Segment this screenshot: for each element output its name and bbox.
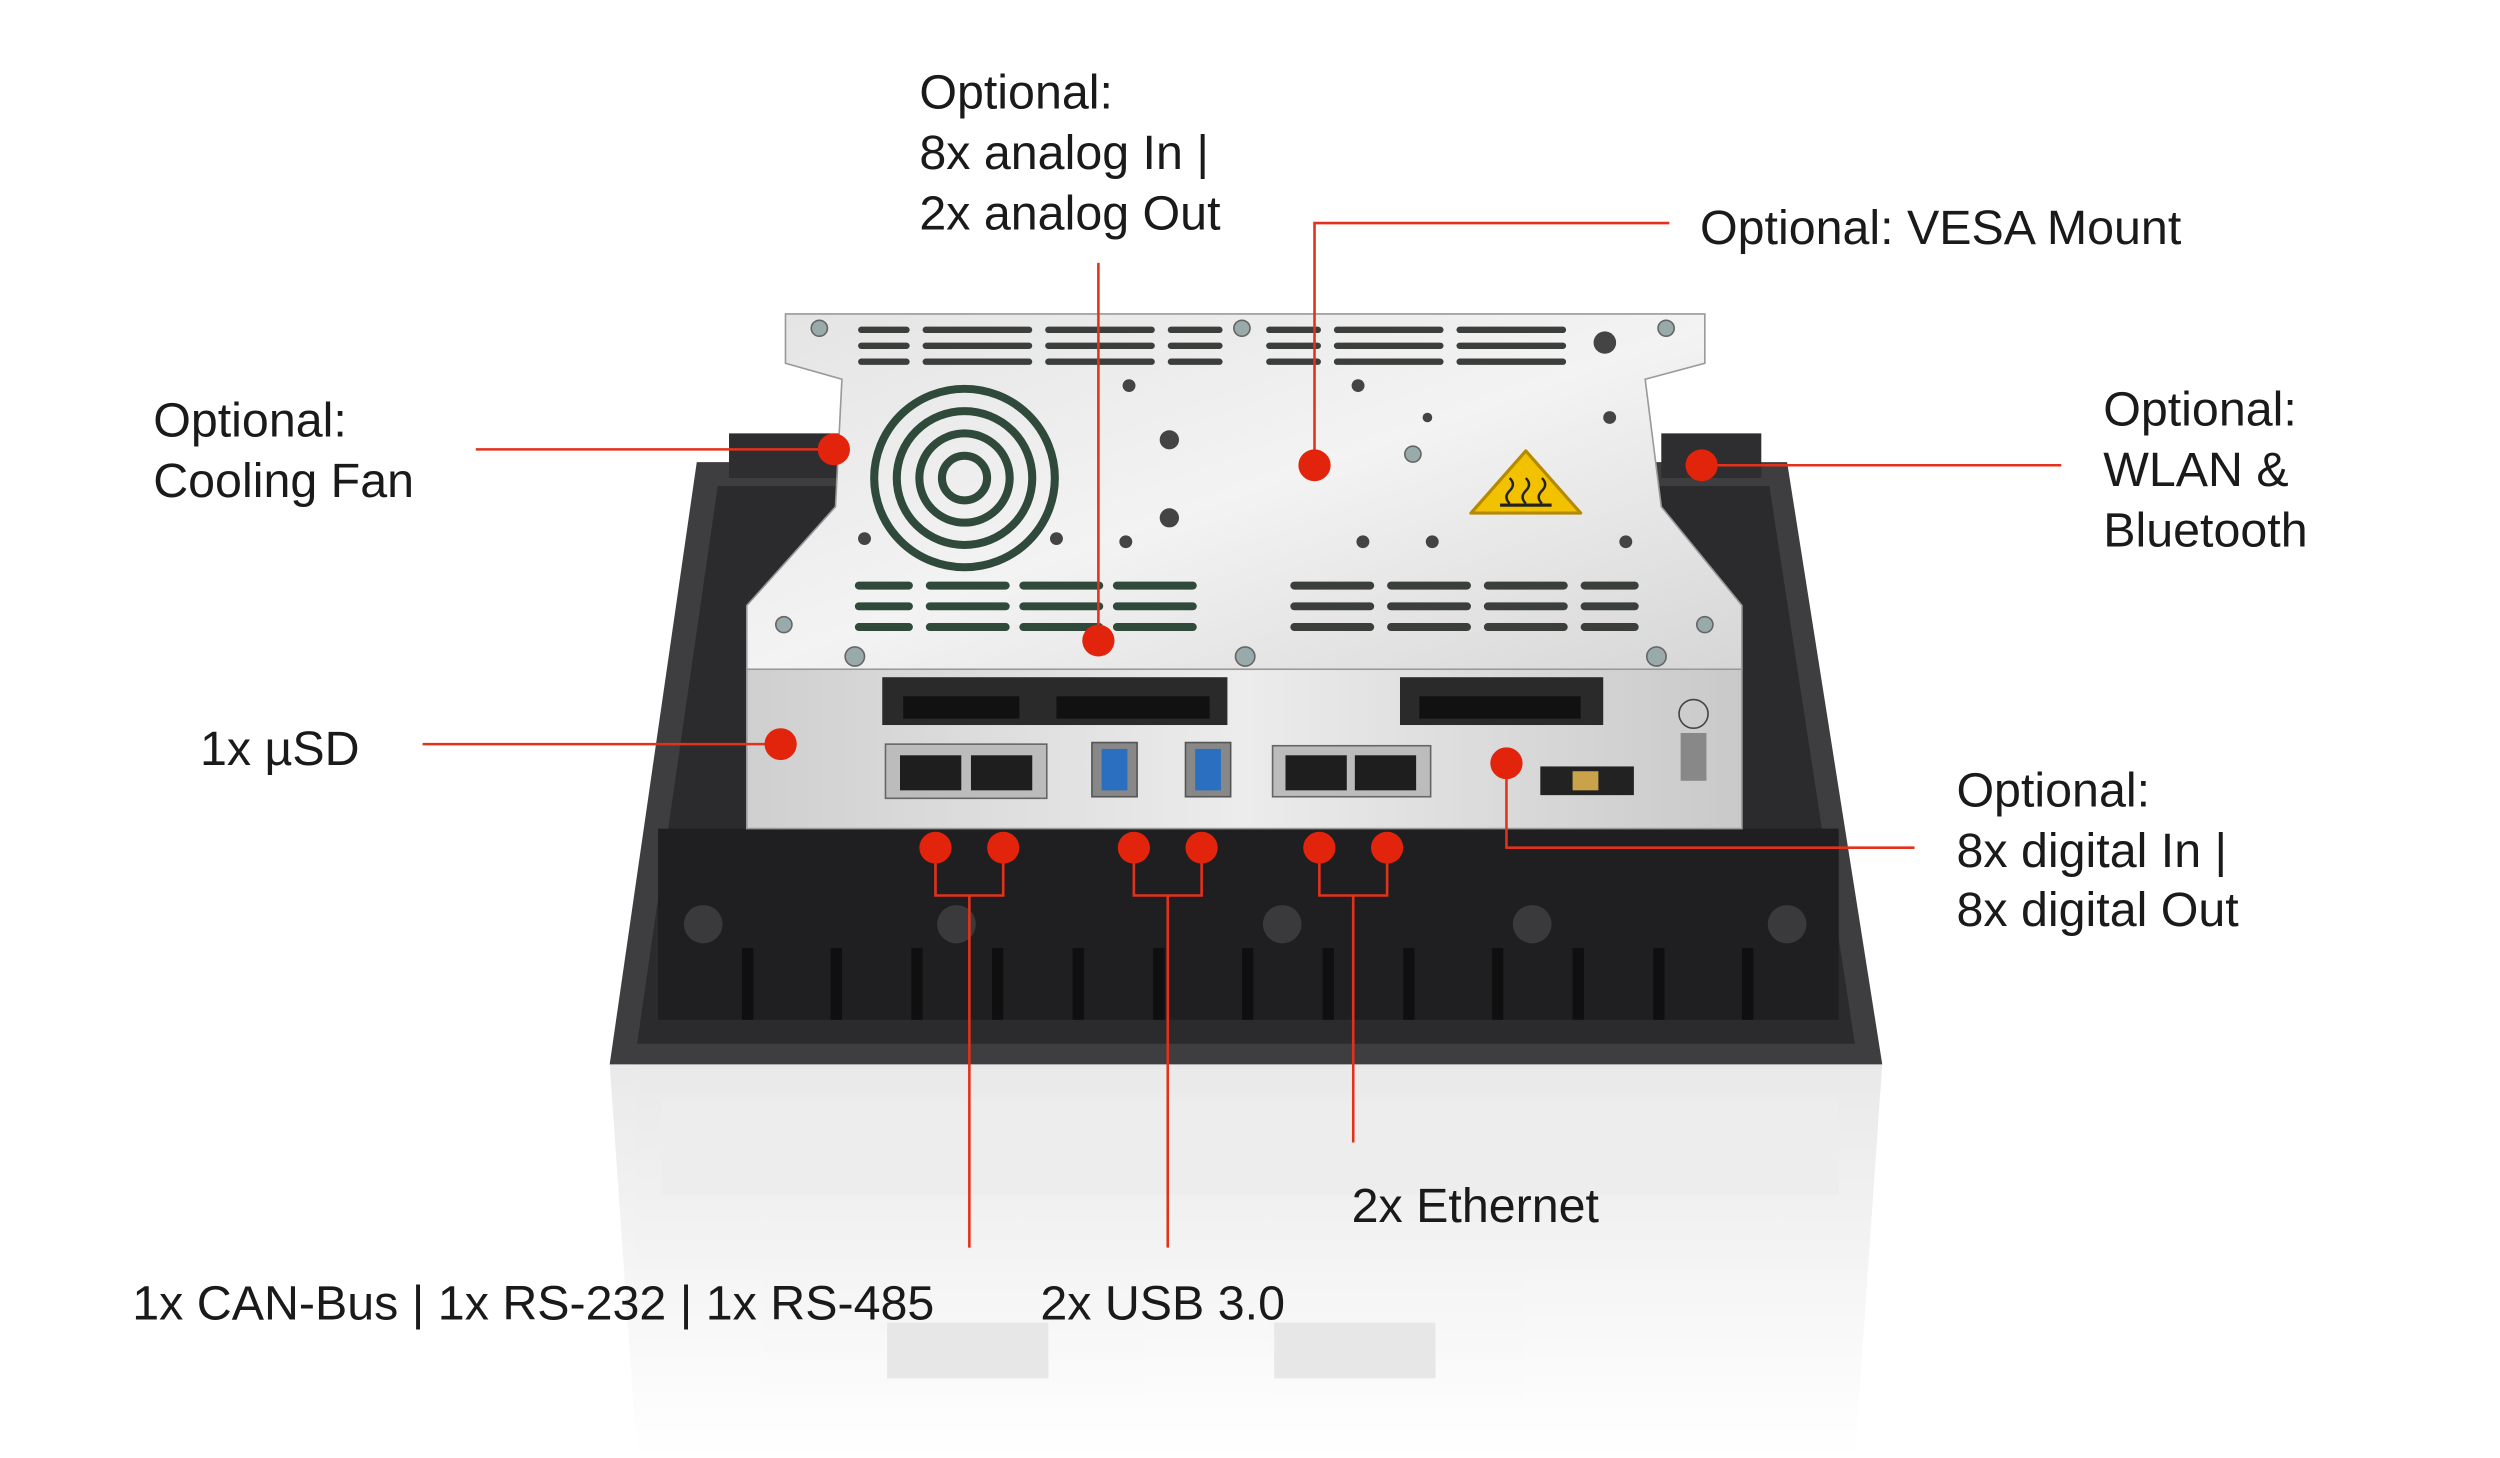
device-housing	[745, 313, 1743, 830]
usb-ports	[1091, 741, 1232, 798]
usd-label: 1x µSD	[200, 722, 360, 776]
label-line: 8x digital Out	[1956, 883, 2238, 937]
power-connector	[1540, 766, 1634, 796]
ground-screw-icon	[1678, 698, 1709, 781]
usb-label: 2x USB 3.0	[1040, 1277, 1285, 1331]
digital-io-marker[interactable]	[1490, 747, 1523, 780]
digital-io-label: Optional: 8x digital In | 8x digital Out	[1956, 764, 2240, 937]
label-line: WLAN &	[2103, 443, 2288, 497]
ethernet-port-marker[interactable]	[1370, 831, 1404, 864]
usb-port-marker[interactable]	[1185, 831, 1218, 864]
label-line: 8x digital In |	[1956, 824, 2227, 878]
device-reflection	[609, 1064, 1883, 1458]
label-line: Bluetooth	[2103, 504, 2307, 558]
serial-ports-label: 1x CAN-Bus | 1x RS-232 | 1x RS-485	[132, 1277, 934, 1331]
usb-port-marker[interactable]	[1117, 831, 1150, 864]
cooling-fan-label: Optional: Cooling Fan	[153, 394, 414, 508]
serial-port-marker[interactable]	[987, 831, 1020, 864]
cooling-fan-marker[interactable]	[817, 433, 850, 466]
vesa-mount-label: Optional: VESA Mount	[1700, 201, 2181, 255]
terminal-block	[882, 677, 1604, 726]
rj45-ports-serial	[884, 743, 1048, 800]
wlan-bluetooth-marker[interactable]	[1685, 449, 1718, 482]
label-line: Optional:	[2103, 383, 2297, 437]
ethernet-port-marker[interactable]	[1303, 831, 1336, 864]
label-line: Optional:	[919, 66, 1113, 120]
label-line: Optional:	[153, 394, 347, 448]
hot-surface-warning-icon	[1469, 449, 1583, 515]
label-line: Optional:	[1956, 764, 2150, 818]
callout-dots	[764, 433, 1718, 864]
analog-io-label: Optional: 8x analog In | 2x analog Out	[919, 66, 1222, 241]
fan-grille-icon	[870, 384, 1059, 572]
label-line: 2x analog Out	[919, 187, 1220, 241]
label-line: 8x analog In |	[919, 126, 1209, 180]
usd-slot-marker[interactable]	[764, 728, 797, 761]
ethernet-label: 2x Ethernet	[1352, 1179, 1599, 1233]
wlan-bluetooth-label: Optional: WLAN & Bluetooth	[2103, 383, 2310, 558]
label-line: Cooling Fan	[153, 454, 414, 508]
ethernet-ports	[1271, 744, 1432, 798]
vesa-mount-marker[interactable]	[1298, 449, 1331, 482]
serial-port-marker[interactable]	[919, 831, 952, 864]
callout-lines	[422, 221, 2062, 1248]
analog-io-marker[interactable]	[1082, 624, 1115, 657]
